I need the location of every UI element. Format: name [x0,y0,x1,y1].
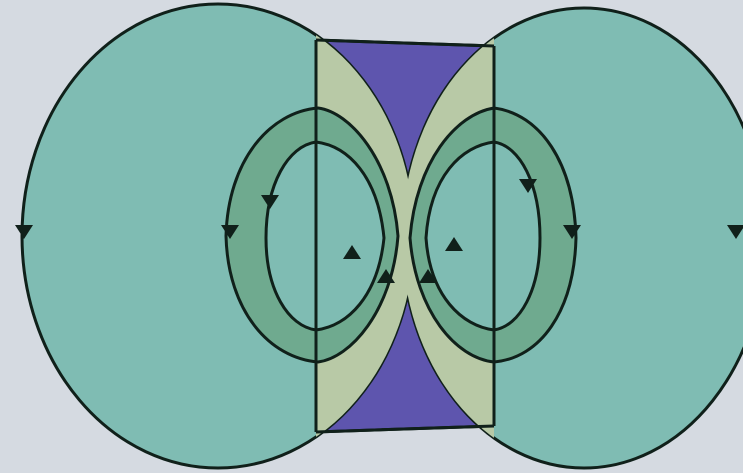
diagram-canvas [0,0,743,473]
field-line-diagram [0,0,743,473]
